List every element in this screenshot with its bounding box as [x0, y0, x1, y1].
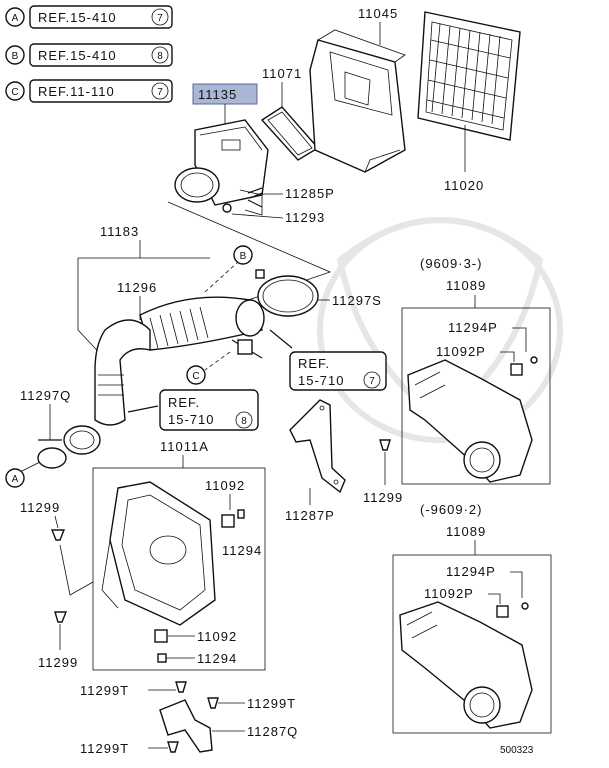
svg-text:8: 8 [241, 416, 247, 427]
svg-text:11135: 11135 [198, 87, 237, 102]
intake-hose-drawing [63, 296, 265, 455]
ref-15-710-8-callout[interactable]: REF. 15-710 8 [159, 389, 259, 431]
date-range-upper: (9609·3-) [420, 256, 482, 271]
part-label-11299t-b: 11299T [247, 696, 296, 711]
bolt-11299t-c [167, 741, 179, 753]
part-label-11299t-c: 11299T [80, 741, 129, 756]
svg-text:REF.: REF. [168, 395, 200, 410]
part-label-11294p-b: 11294P [446, 564, 496, 579]
date-range-lower: (-9609·2) [420, 502, 482, 517]
callout-b[interactable] [233, 245, 253, 265]
part-label-11089-b: 11089 [446, 524, 486, 539]
part-label-11092p-a: 11092P [436, 344, 486, 359]
grommet-11092p-b [496, 605, 509, 618]
svg-text:7: 7 [157, 13, 163, 24]
part-label-11297s: 11297S [332, 293, 382, 308]
part-label-11020: 11020 [444, 178, 484, 193]
svg-text:REF.15-410: REF.15-410 [38, 10, 117, 25]
resonator-lower-drawing [399, 601, 533, 729]
svg-text:C: C [192, 371, 199, 382]
svg-text:REF.11-110: REF.11-110 [38, 84, 115, 99]
part-label-11092-a: 11092 [205, 478, 245, 493]
callout-a[interactable] [5, 468, 25, 488]
svg-text:REF.15-410: REF.15-410 [38, 48, 117, 63]
svg-text:A: A [12, 13, 19, 24]
part-label-11071: 11071 [262, 66, 302, 81]
resonator-lower-group-box [392, 554, 552, 734]
ref-legend-a[interactable]: A REF.15-410 7 [5, 5, 173, 29]
part-label-11092-b: 11092 [197, 629, 237, 644]
bolt-11299-c [379, 439, 391, 451]
gasket-drawing [260, 106, 320, 161]
drawing-number: 500323 [500, 745, 534, 756]
part-label-11287q: 11287Q [247, 724, 298, 739]
grommet-11092-a [221, 514, 235, 528]
part-label-11293: 11293 [285, 210, 325, 225]
svg-text:8: 8 [157, 51, 163, 62]
part-label-11089-a: 11089 [446, 278, 486, 293]
ref-15-710-7-callout[interactable]: REF. 15-710 7 [289, 351, 387, 391]
case-lower-drawing [101, 481, 216, 626]
part-label-11299t-a: 11299T [80, 683, 129, 698]
case-lower-group-box [92, 467, 266, 671]
part-label-11092p-b: 11092P [424, 586, 474, 601]
part-label-11287p: 11287P [285, 508, 335, 523]
svg-text:15-710: 15-710 [168, 412, 214, 427]
part-label-11011a: 11011A [160, 439, 209, 454]
ref-legend-b[interactable]: B REF.15-410 8 [5, 43, 173, 67]
bolt-11299t-b [207, 697, 219, 709]
clamp-11297q-drawing [37, 439, 67, 469]
bolt-11299t-a [175, 681, 187, 693]
highlighted-part-11135[interactable]: 11135 [192, 83, 258, 105]
svg-text:B: B [12, 51, 19, 62]
svg-text:B: B [240, 251, 247, 262]
resonator-upper-group-box [401, 307, 551, 485]
bolt-11294-a [237, 509, 245, 519]
bolt-11294p-a [530, 356, 538, 364]
part-label-11296: 11296 [117, 280, 157, 295]
part-label-11285p: 11285P [285, 186, 335, 201]
bolt-11299-b [54, 611, 68, 623]
svg-text:REF.: REF. [298, 356, 330, 371]
svg-text:7: 7 [157, 87, 163, 98]
bolt-11294p-b [521, 602, 529, 610]
part-label-11045: 11045 [358, 6, 398, 21]
part-label-11294-a: 11294 [222, 543, 262, 558]
grommet-11092p-a [510, 363, 523, 376]
clamp-11297s-drawing [255, 269, 319, 317]
part-label-11299-a: 11299 [20, 500, 60, 515]
part-label-11299-c: 11299 [363, 490, 403, 505]
bracket-11287q-drawing [159, 699, 213, 753]
svg-text:15-710: 15-710 [298, 373, 344, 388]
air-cleaner-case-drawing [309, 29, 406, 173]
resonator-upper-drawing [407, 359, 533, 483]
bolt-11294-b [157, 653, 167, 663]
bracket-11287p-drawing [289, 399, 346, 494]
svg-text:C: C [11, 87, 18, 98]
part-label-11294p-a: 11294P [448, 320, 498, 335]
airflow-sensor-drawing [174, 119, 269, 216]
bolt-11299-a [50, 529, 66, 541]
part-label-11299-b: 11299 [38, 655, 78, 670]
part-label-11294-b: 11294 [197, 651, 237, 666]
air-filter-element-drawing [417, 11, 521, 141]
part-label-11183: 11183 [100, 224, 139, 239]
part-label-11297q: 11297Q [20, 388, 71, 403]
ref-legend-c[interactable]: C REF.11-110 7 [5, 79, 173, 103]
svg-text:7: 7 [369, 376, 375, 387]
callout-c[interactable] [186, 365, 206, 385]
grommet-11092-b [154, 629, 168, 643]
svg-text:A: A [12, 474, 19, 485]
